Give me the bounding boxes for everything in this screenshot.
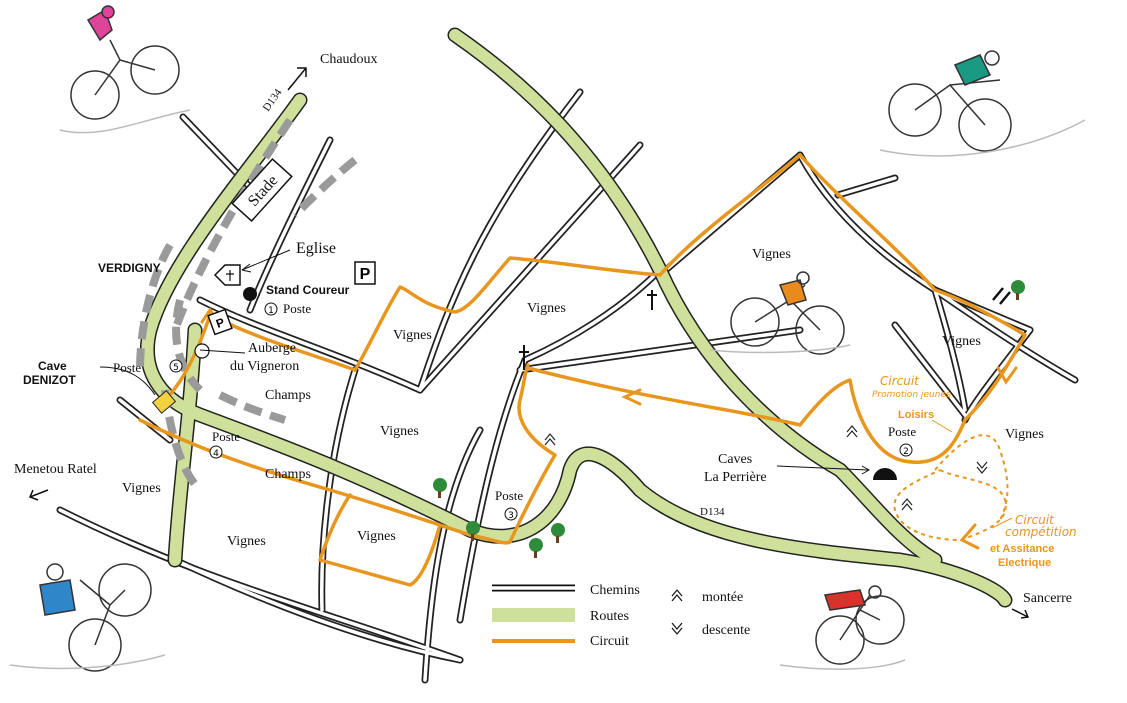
parking-main: P (354, 261, 376, 285)
vignes-label: Vignes (942, 334, 981, 349)
competition-label-1: Circuit (1015, 513, 1055, 527)
d134-north-label: D134 (261, 86, 285, 113)
competition-label-2: compétition (1005, 525, 1077, 539)
svg-text:Poste: Poste (888, 424, 916, 439)
verdigny-label: VERDIGNY (98, 261, 161, 275)
tree-icon (466, 521, 480, 541)
montee-icon (846, 425, 858, 438)
chaudoux-label: Chaudoux (320, 52, 378, 67)
cave-denizot-marker (151, 390, 177, 414)
parking-icon: P (360, 266, 371, 283)
eglise-label: Eglise (296, 240, 336, 257)
loisirs-label-3: Loisirs (898, 409, 934, 421)
svg-text:Poste: Poste (495, 488, 523, 503)
arrow-west-icon (621, 388, 642, 406)
champs-label: Champs (265, 388, 311, 403)
caves-label-1: Caves (718, 452, 752, 467)
poste-2: 2 Poste (888, 424, 916, 457)
routes-layer (139, 27, 1013, 608)
sancerre-label: Sancerre (1023, 591, 1072, 606)
cave-entrance-icon (873, 468, 897, 480)
slope-marks (544, 425, 988, 511)
tree-icon (433, 478, 447, 498)
svg-text:Circuit: Circuit (590, 634, 629, 649)
vignes-label: Vignes (1005, 427, 1044, 442)
caves-label-2: La Perrière (704, 470, 767, 485)
arrow-ne-icon (287, 67, 307, 91)
svg-text:2: 2 (903, 447, 909, 457)
legend-chemins: Chemins (492, 583, 640, 598)
vignes-label: Vignes (393, 328, 432, 343)
legend-routes: Routes (492, 608, 629, 624)
cave-denizot-label-2: DENIZOT (23, 373, 76, 387)
svg-text:5: 5 (173, 363, 179, 373)
crosses (519, 290, 657, 370)
montee-icon (901, 498, 913, 511)
vignes-label: Vignes (122, 481, 161, 496)
svg-text:Poste: Poste (113, 360, 141, 375)
vignes-label: Vignes (380, 424, 419, 439)
legend-montee: montée (671, 589, 743, 605)
auberge-label-2: du Vigneron (230, 359, 299, 374)
eglise-marker: Eglise (213, 240, 336, 286)
gate-marks (992, 287, 1011, 305)
parking-small: P (207, 308, 233, 336)
d134-south-label: D134 (700, 506, 725, 518)
stand-coureur-label: Stand Coureur (266, 283, 350, 297)
montee-icon (544, 433, 556, 446)
vignes-label: Vignes (357, 529, 396, 544)
vignes-label: Vignes (527, 301, 566, 316)
poste-4: 4 Poste (209, 429, 240, 459)
cross-icon (647, 290, 657, 310)
circuit-layer (138, 153, 1027, 587)
chemins-layer (56, 88, 1079, 684)
arrow-competition-icon (959, 523, 980, 550)
menetou-label: Menetou Ratel (14, 462, 97, 477)
church-icon (213, 264, 241, 286)
descente-icon (976, 461, 988, 474)
montee-icon (671, 589, 683, 602)
tree-icon (529, 538, 543, 558)
cyclist-pink-illustration (59, 5, 191, 134)
svg-text:1: 1 (268, 306, 274, 316)
poste-1: 1 Poste (264, 301, 311, 316)
champs-label: Champs (265, 467, 311, 482)
svg-text:Poste: Poste (283, 301, 311, 316)
cyclist-red-illustration (779, 585, 906, 670)
vignes-label: Vignes (752, 247, 791, 262)
arrow-south-icon (996, 366, 1018, 385)
svg-text:3: 3 (508, 511, 514, 521)
tree-icon (1011, 280, 1025, 300)
stand-coureur-dot (243, 287, 257, 301)
loisirs-label-2: Promotion jeunes (872, 390, 951, 400)
loisirs-label-1: Circuit (880, 374, 920, 388)
legend: Chemins Routes Circuit montée descente (492, 583, 750, 649)
competition-label-4: Electrique (998, 557, 1051, 569)
cyclist-blue-illustration (9, 563, 166, 672)
svg-text:descente: descente (702, 623, 750, 638)
cross-icon (519, 345, 529, 370)
cave-denizot-label-1: Cave (38, 359, 67, 373)
poste-5: 5 Poste (113, 359, 183, 375)
legend-circuit: Circuit (492, 634, 629, 649)
competition-label-3: et Assitance (990, 543, 1054, 555)
svg-text:Routes: Routes (590, 609, 629, 624)
cyclist-orange-illustration (709, 271, 851, 355)
legend-descente: descente (671, 622, 750, 638)
arrow-sw-icon (29, 489, 49, 501)
svg-text:4: 4 (213, 449, 219, 459)
svg-text:Chemins: Chemins (590, 583, 640, 598)
svg-text:Poste: Poste (212, 429, 240, 444)
auberge-icon (194, 343, 210, 359)
descente-icon (671, 622, 683, 635)
trees (433, 280, 1025, 558)
cyclist-teal-illustration (879, 50, 1086, 157)
auberge-label-1: Auberge (248, 341, 296, 356)
arrow-se-icon (1011, 608, 1030, 619)
tree-icon (551, 523, 565, 543)
poste-3: 3 Poste (495, 488, 523, 521)
svg-text:montée: montée (702, 590, 743, 605)
vignes-label: Vignes (227, 534, 266, 549)
